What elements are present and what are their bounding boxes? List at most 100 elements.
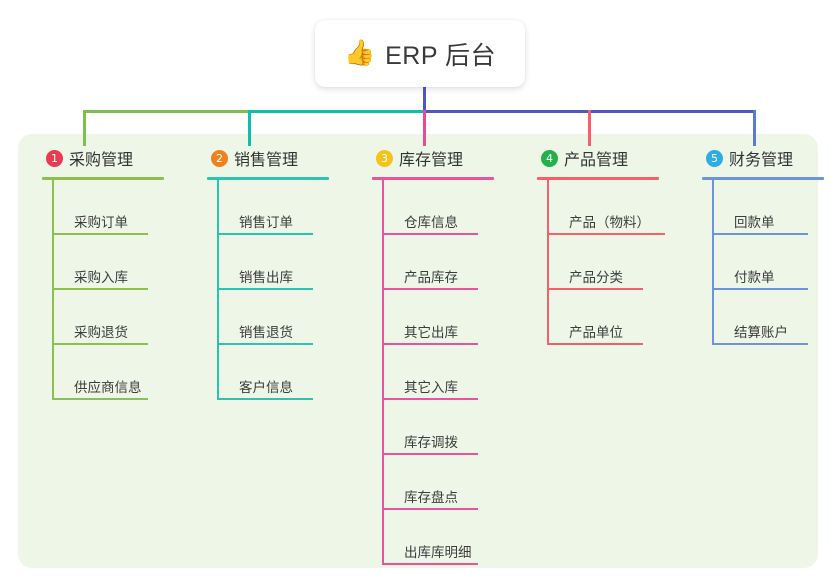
list-item-label: 库存盘点 <box>404 490 458 505</box>
connector-trunk <box>422 87 426 113</box>
list-item[interactable]: 采购订单 <box>52 180 192 235</box>
connector-drop-1 <box>82 110 86 146</box>
list-item[interactable]: 销售出库 <box>217 235 357 290</box>
column-items: 产品（物料） 产品分类产品单位 <box>547 180 687 345</box>
root-node[interactable]: 👍 ERP 后台 <box>315 20 525 87</box>
list-item[interactable]: 库存调拨 <box>382 400 522 455</box>
list-item-underline <box>712 343 808 345</box>
list-item-underline <box>52 343 148 345</box>
list-item-label: 产品分类 <box>569 270 623 285</box>
column-header-4[interactable]: 4 产品管理 <box>535 146 687 170</box>
connector-drop-2 <box>247 110 251 146</box>
list-item-underline <box>382 453 478 455</box>
list-item[interactable]: 结算账户 <box>712 290 839 345</box>
column-number-badge: 1 <box>46 149 63 167</box>
list-item-underline <box>217 288 313 290</box>
column-spine <box>52 180 54 400</box>
column-underline <box>207 177 329 180</box>
list-item-label: 产品库存 <box>404 270 458 285</box>
connector-drop-4 <box>587 110 591 146</box>
column-items: 销售订单销售出库销售退货客户信息 <box>217 180 357 400</box>
list-item-label: 销售退货 <box>239 325 293 340</box>
list-item-underline <box>712 233 808 235</box>
column-number-badge: 2 <box>211 149 228 167</box>
column-spine <box>547 180 549 345</box>
list-item-label: 库存调拨 <box>404 435 458 450</box>
column-title: 采购管理 <box>69 152 134 169</box>
column-2: 2 销售管理销售订单销售出库销售退货客户信息 <box>205 146 357 400</box>
list-item-underline <box>382 288 478 290</box>
list-item[interactable]: 仓库信息 <box>382 180 522 235</box>
list-item-label: 产品单位 <box>569 325 623 340</box>
column-spine <box>712 180 714 345</box>
list-item-label: 付款单 <box>734 270 775 285</box>
column-title: 财务管理 <box>729 152 794 169</box>
list-item[interactable]: 销售订单 <box>217 180 357 235</box>
column-4: 4 产品管理产品（物料） 产品分类产品单位 <box>535 146 687 345</box>
list-item-underline <box>382 233 478 235</box>
column-underline <box>42 177 164 180</box>
list-item-underline <box>547 343 643 345</box>
column-title: 销售管理 <box>234 152 299 169</box>
list-item-underline <box>217 398 313 400</box>
list-item-underline <box>712 288 808 290</box>
column-header-5[interactable]: 5 财务管理 <box>700 146 839 170</box>
connector-bar-left <box>82 110 250 113</box>
list-item[interactable]: 产品（物料） <box>547 180 687 235</box>
list-item[interactable]: 采购退货 <box>52 290 192 345</box>
list-item-label: 采购入库 <box>74 270 128 285</box>
column-3: 3 库存管理仓库信息产品库存其它出库其它入库库存调拨库存盘点出库库明细 <box>370 146 522 565</box>
list-item-underline <box>217 233 313 235</box>
list-item-label: 回款单 <box>734 215 775 230</box>
list-item-label: 结算账户 <box>734 325 788 340</box>
list-item-underline <box>52 233 148 235</box>
list-item-underline <box>547 288 643 290</box>
column-underline <box>372 177 494 180</box>
column-title: 库存管理 <box>399 152 464 169</box>
list-item-label: 产品（物料） <box>569 215 650 230</box>
root-title: ERP 后台 <box>385 41 497 70</box>
list-item-label: 销售订单 <box>239 215 293 230</box>
column-number-badge: 5 <box>706 149 723 167</box>
list-item[interactable]: 回款单 <box>712 180 839 235</box>
list-item[interactable]: 产品单位 <box>547 290 687 345</box>
list-item-underline <box>382 398 478 400</box>
list-item[interactable]: 产品库存 <box>382 235 522 290</box>
connector-drop-5 <box>752 110 756 146</box>
list-item-label: 采购退货 <box>74 325 128 340</box>
list-item[interactable]: 销售退货 <box>217 290 357 345</box>
list-item-underline <box>382 343 478 345</box>
list-item[interactable]: 付款单 <box>712 235 839 290</box>
column-underline <box>702 177 824 180</box>
list-item[interactable]: 产品分类 <box>547 235 687 290</box>
list-item[interactable]: 其它出库 <box>382 290 522 345</box>
list-item-underline <box>52 398 148 400</box>
column-5: 5 财务管理回款单付款单结算账户 <box>700 146 839 345</box>
column-1: 1 采购管理采购订单采购入库采购退货供应商信息 <box>40 146 192 400</box>
column-header-3[interactable]: 3 库存管理 <box>370 146 522 170</box>
list-item-label: 出库库明细 <box>404 545 472 560</box>
connector-drop-3 <box>422 110 426 146</box>
column-items: 仓库信息产品库存其它出库其它入库库存调拨库存盘点出库库明细 <box>382 180 522 565</box>
list-item[interactable]: 库存盘点 <box>382 455 522 510</box>
list-item-underline <box>382 563 478 565</box>
list-item[interactable]: 采购入库 <box>52 235 192 290</box>
column-spine <box>217 180 219 400</box>
column-items: 采购订单采购入库采购退货供应商信息 <box>52 180 192 400</box>
column-header-1[interactable]: 1 采购管理 <box>40 146 192 170</box>
connector-bar-mid <box>247 110 425 113</box>
column-number-badge: 4 <box>541 149 558 167</box>
column-header-2[interactable]: 2 销售管理 <box>205 146 357 170</box>
column-items: 回款单付款单结算账户 <box>712 180 839 345</box>
list-item[interactable]: 客户信息 <box>217 345 357 400</box>
column-spine <box>382 180 384 565</box>
list-item[interactable]: 出库库明细 <box>382 510 522 565</box>
list-item-underline <box>52 288 148 290</box>
list-item[interactable]: 供应商信息 <box>52 345 192 400</box>
list-item-label: 仓库信息 <box>404 215 458 230</box>
column-number-badge: 3 <box>376 149 393 167</box>
list-item[interactable]: 其它入库 <box>382 345 522 400</box>
column-title: 产品管理 <box>564 152 629 169</box>
list-item-label: 供应商信息 <box>74 380 142 395</box>
list-item-label: 客户信息 <box>239 380 293 395</box>
